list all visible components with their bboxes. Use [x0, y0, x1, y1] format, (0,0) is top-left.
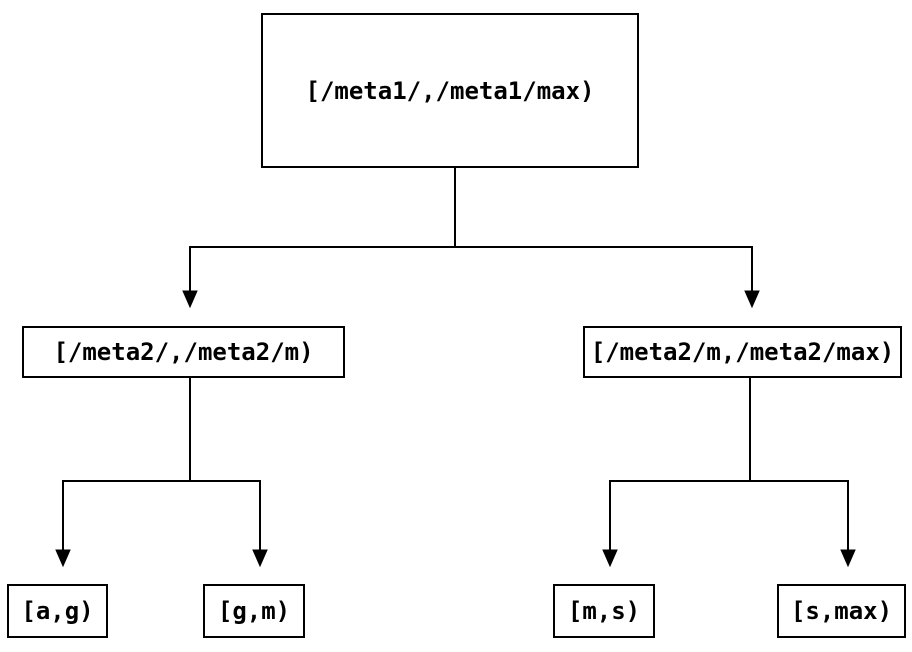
node-leaf-ms: [m,s) — [553, 584, 655, 638]
arrow-down-icon — [840, 549, 856, 568]
node-left-child-range: [/meta2/,/meta2/m) — [22, 326, 345, 378]
arrow-down-icon — [744, 290, 760, 309]
arrow-down-icon — [602, 549, 618, 568]
node-right-child-range: [/meta2/m,/meta2/max) — [583, 326, 902, 378]
node-root-range: [/meta1/,/meta1/max) — [261, 13, 639, 168]
arrow-down-icon — [182, 290, 198, 309]
node-leaf-smax: [s,max) — [777, 584, 906, 638]
arrow-down-icon — [252, 549, 268, 568]
arrow-down-icon — [55, 549, 71, 568]
node-leaf-ag: [a,g) — [7, 584, 108, 638]
node-leaf-gm: [g,m) — [203, 584, 305, 638]
